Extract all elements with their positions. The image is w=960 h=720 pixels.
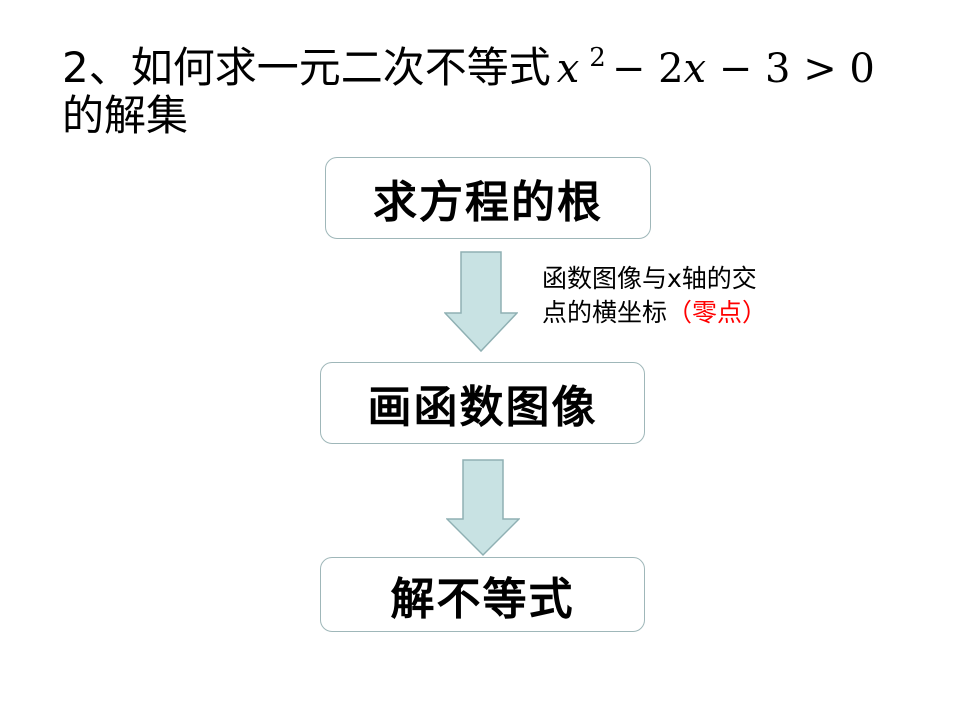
step-draw-graph: 画函数图像: [320, 362, 645, 444]
annotation-highlight: （零点）: [667, 298, 768, 327]
question-prefix: 2、如何求一元二次不等式: [62, 43, 551, 92]
formula-minus-2: − 2: [611, 46, 684, 92]
down-arrow-icon: [446, 459, 520, 557]
formula-tail: − 3 > 0: [706, 46, 875, 92]
annotation-line-2: 点的横坐标（零点）: [542, 296, 767, 330]
formula-var-x: x: [556, 46, 580, 92]
question-suffix: 的解集: [62, 91, 189, 140]
annotation-line-1: 函数图像与x轴的交: [542, 264, 757, 293]
annotation-text: 点的横坐标: [542, 298, 668, 327]
down-arrow-icon: [444, 251, 518, 353]
step-solve-inequality: 解不等式: [320, 557, 645, 632]
formula-var-x-2: x: [683, 46, 707, 92]
step-find-roots: 求方程的根: [325, 157, 651, 239]
formula-exponent: 2: [589, 43, 606, 73]
zero-point-annotation: 函数图像与x轴的交 点的横坐标（零点）: [542, 262, 767, 330]
